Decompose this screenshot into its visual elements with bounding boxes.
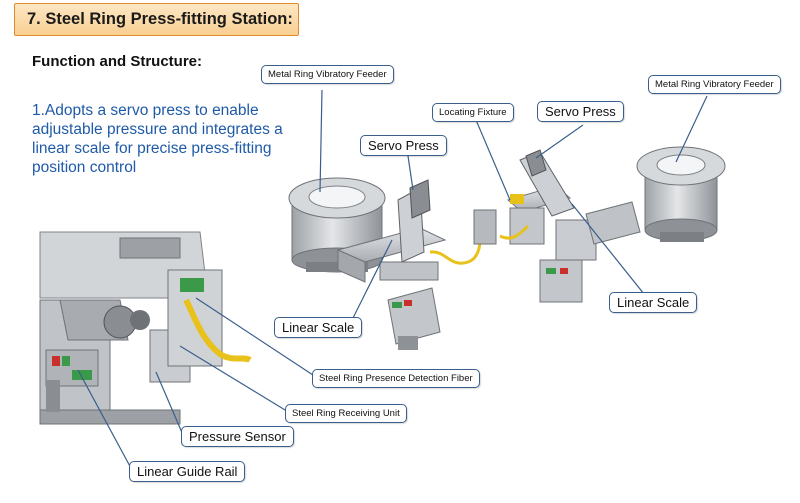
- callout-servo-press-left: Servo Press: [360, 135, 447, 156]
- callout-metal-ring-vibratory-feeder-right: Metal Ring Vibratory Feeder: [648, 75, 781, 94]
- left-servo-press: [336, 179, 482, 350]
- callout-steel-ring-receiving-unit: Steel Ring Receiving Unit: [285, 404, 407, 423]
- callout-metal-ring-vibratory-feeder-left: Metal Ring Vibratory Feeder: [261, 65, 394, 84]
- leader-lines: [77, 89, 708, 471]
- callout-linear-scale-left: Linear Scale: [274, 317, 363, 338]
- callout-servo-press-right: Servo Press: [537, 101, 624, 122]
- right-servo-press: [473, 149, 641, 303]
- callout-steel-ring-presence-detection-fiber: Steel Ring Presence Detection Fiber: [312, 369, 480, 388]
- function-description: 1.Adopts a servo press to enable adjusta…: [32, 102, 283, 176]
- callout-linear-scale-right: Linear Scale: [609, 292, 698, 313]
- section-title: 7. Steel Ring Press-fitting Station:: [14, 3, 299, 36]
- function-structure-heading: Function and Structure:: [32, 53, 202, 70]
- callout-locating-fixture: Locating Fixture: [432, 103, 514, 122]
- callout-pressure-sensor: Pressure Sensor: [181, 426, 294, 447]
- right-vibratory-feeder: [636, 146, 726, 242]
- callout-linear-guide-rail: Linear Guide Rail: [129, 461, 246, 482]
- press-closeup-detail: [39, 231, 252, 425]
